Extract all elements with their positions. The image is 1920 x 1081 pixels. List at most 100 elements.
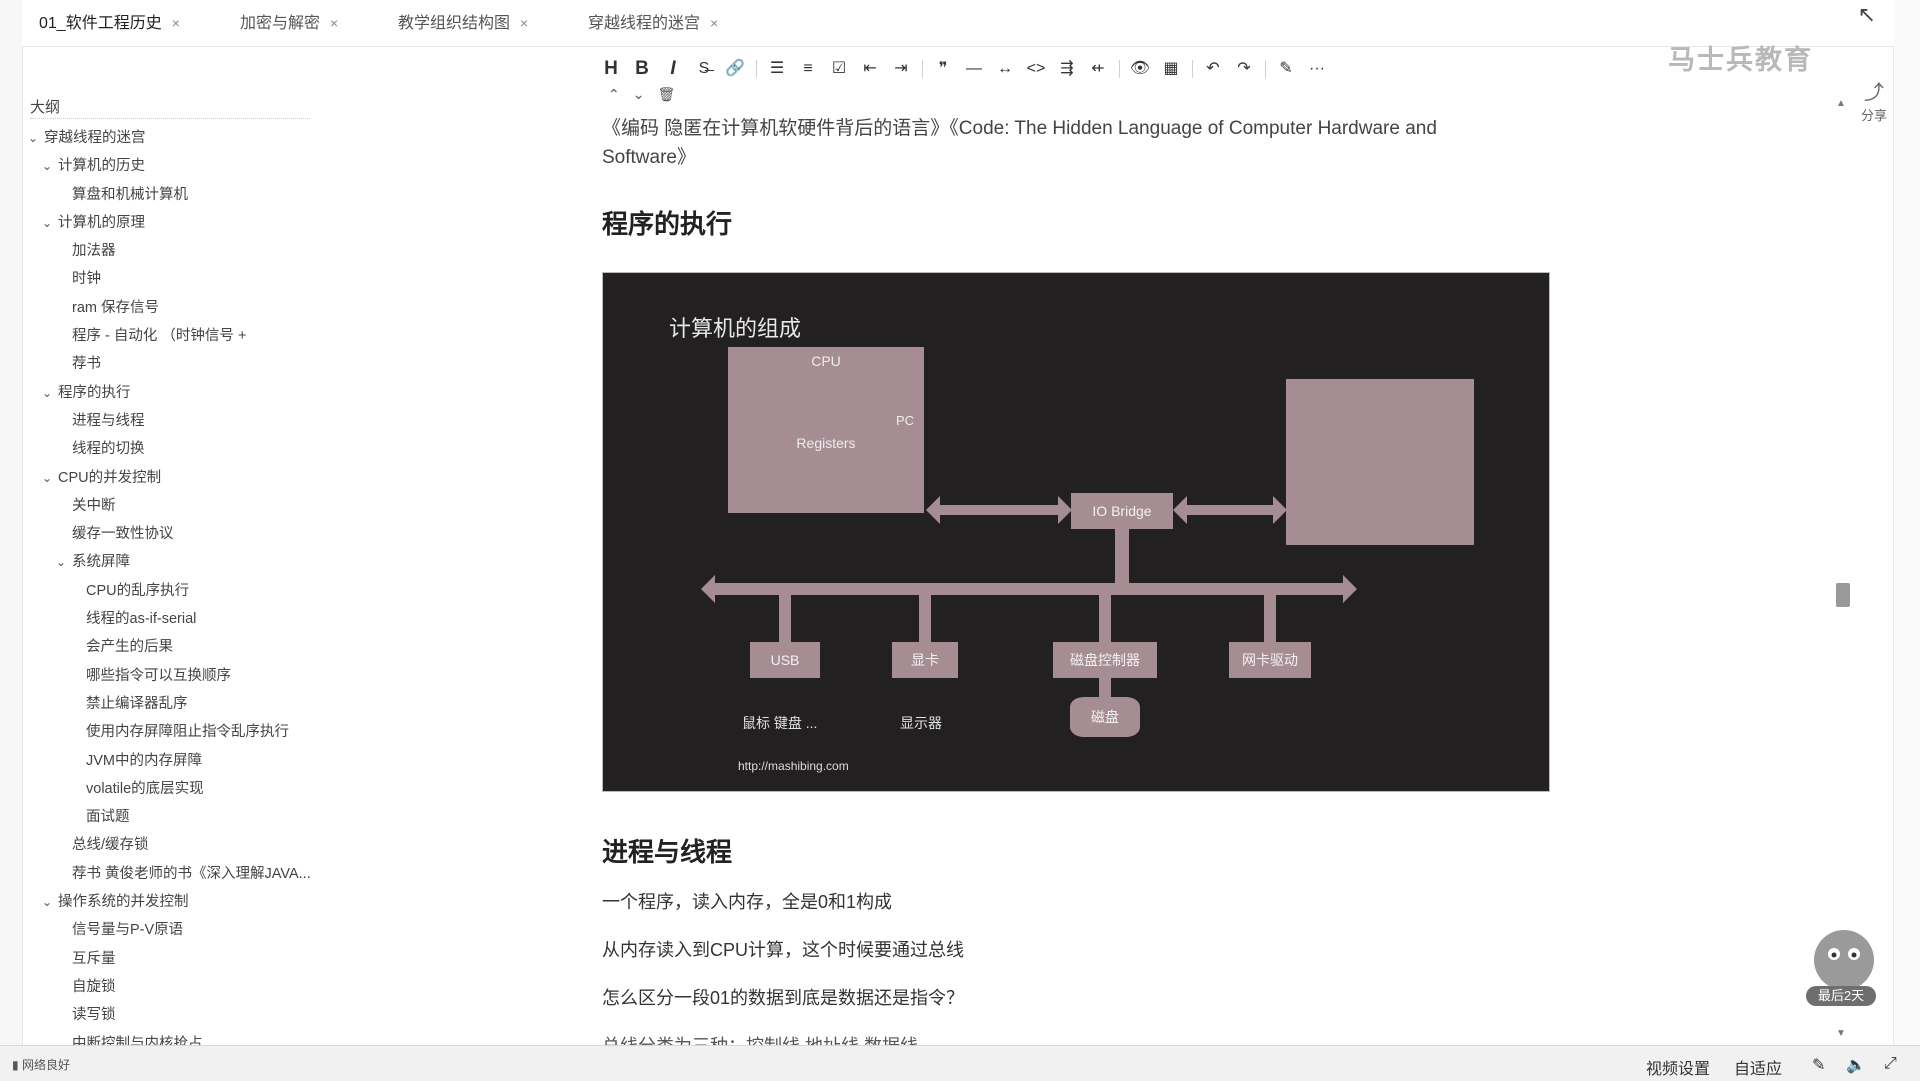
outline-item-label: 系统屏障: [72, 554, 130, 571]
scroll-up-icon[interactable]: ▲: [1836, 98, 1846, 109]
network-label: 网络良好: [21, 1058, 70, 1072]
heading-process-thread: 进程与线程: [602, 837, 733, 867]
outline-item-label: 操作系统的并发控制: [58, 894, 189, 911]
chevron-down-icon[interactable]: ⌄: [42, 159, 53, 174]
outline-item[interactable]: 关中断: [22, 492, 492, 520]
outline-item[interactable]: ⌄穿越线程的迷宫: [22, 124, 492, 152]
outline-item[interactable]: 哪些指令可以互换顺序: [22, 662, 492, 690]
outline-item[interactable]: 中断控制与内核抢占: [22, 1030, 492, 1046]
cursor-icon: ↖: [1857, 2, 1876, 27]
close-icon[interactable]: ×: [171, 15, 180, 31]
outline-item[interactable]: ram 保存信号: [22, 294, 492, 322]
bus-disk: [1099, 678, 1111, 697]
outline-item[interactable]: 读写锁: [22, 1001, 492, 1029]
close-icon[interactable]: ×: [330, 15, 339, 31]
outline-item-label: 哪些指令可以互换顺序: [86, 667, 231, 684]
outline-item[interactable]: 缓存一致性协议: [22, 520, 492, 548]
toolbar-separator: [1265, 60, 1266, 78]
pen-icon[interactable]: ✎: [1279, 60, 1293, 77]
outline-item-label: 线程的as-if-serial: [86, 611, 197, 628]
heading-icon[interactable]: H: [604, 58, 618, 79]
video-settings-button[interactable]: 视频设置: [1646, 1061, 1711, 1078]
bullet-list-icon[interactable]: ☰: [769, 60, 785, 77]
outline-item[interactable]: volatile的底层实现: [22, 775, 492, 803]
move-down-icon[interactable]: ⌄: [632, 86, 645, 102]
tab-encryption[interactable]: 加密与解密×: [240, 0, 338, 46]
outline-item[interactable]: ⌄计算机的原理: [22, 209, 492, 237]
outline-item[interactable]: 进程与线程: [22, 407, 492, 435]
outline-item[interactable]: 面试题: [22, 803, 492, 831]
scroll-down-icon[interactable]: ▼: [1836, 1028, 1846, 1039]
outline-item[interactable]: 使用内存屏障阻止指令乱序执行: [22, 718, 492, 746]
numbered-list-icon[interactable]: ≡: [803, 60, 813, 77]
outline-item[interactable]: 总线/缓存锁: [22, 831, 492, 859]
share-button[interactable]: ⤴ 分享: [1856, 76, 1892, 124]
more-icon[interactable]: ···: [1309, 60, 1325, 77]
align-icon[interactable]: ⇶: [1060, 60, 1074, 77]
outline-item[interactable]: 自旋锁: [22, 973, 492, 1001]
outline-item[interactable]: CPU的乱序执行: [22, 577, 492, 605]
arrows-icon[interactable]: ↔: [997, 60, 1013, 77]
quote-icon[interactable]: ❞: [938, 60, 948, 77]
table-icon[interactable]: ▦: [1163, 60, 1179, 77]
close-icon[interactable]: ×: [710, 15, 719, 31]
outline-item[interactable]: 加法器: [22, 237, 492, 265]
move-up-icon[interactable]: ⌃: [608, 86, 620, 102]
chevron-down-icon[interactable]: ⌄: [42, 470, 53, 485]
outline-item[interactable]: ⌄CPU的并发控制: [22, 464, 492, 492]
outline-item[interactable]: 荐书 黄俊老师的书《深入理解JAVA...: [22, 860, 492, 888]
italic-icon[interactable]: I: [670, 58, 676, 79]
outline-item[interactable]: 线程的as-if-serial: [22, 605, 492, 633]
outline-item[interactable]: 会产生的后果: [22, 633, 492, 661]
undo-icon[interactable]: ↶: [1206, 60, 1220, 77]
outline-item[interactable]: 算盘和机械计算机: [22, 181, 492, 209]
outline-item[interactable]: 信号量与P-V原语: [22, 916, 492, 944]
outline-item[interactable]: 程序 - 自动化 （时钟信号 +: [22, 322, 492, 350]
tab-thread-maze[interactable]: 穿越线程的迷宫×: [588, 0, 718, 46]
tab-org-chart[interactable]: 教学组织结构图×: [398, 0, 528, 46]
preview-icon[interactable]: 👁: [1129, 60, 1151, 77]
code-icon[interactable]: <>: [1026, 60, 1046, 77]
fullscreen-icon[interactable]: ⤢: [1884, 1055, 1897, 1072]
outline-item-label: 进程与线程: [72, 412, 145, 429]
mascot-icon[interactable]: [1800, 920, 1888, 1008]
outline-item[interactable]: 时钟: [22, 265, 492, 293]
figure-url: http://mashibing.com: [738, 759, 849, 773]
outline-item[interactable]: 荐书: [22, 350, 492, 378]
redo-icon[interactable]: ↷: [1237, 60, 1251, 77]
divider-icon[interactable]: —: [966, 60, 982, 77]
outline-item[interactable]: ⌄ 系统屏障: [22, 548, 492, 576]
outline-item[interactable]: ⌄程序的执行: [22, 379, 492, 407]
volume-icon[interactable]: 🔈: [1846, 1057, 1866, 1074]
pen-icon[interactable]: ✎: [1812, 1057, 1826, 1074]
checkbox-icon[interactable]: ☑: [831, 60, 847, 77]
chevron-down-icon[interactable]: ⌄: [42, 895, 53, 910]
wrap-icon[interactable]: ⇷: [1091, 60, 1105, 77]
outdent-icon[interactable]: ⇤: [863, 60, 877, 77]
chevron-down-icon[interactable]: ⌄: [42, 385, 53, 400]
link-icon[interactable]: 🔗: [725, 60, 745, 77]
gpu-caption: 显示器: [900, 715, 942, 731]
outline-item[interactable]: ⌄计算机的历史: [22, 152, 492, 180]
system-bus: [715, 583, 1343, 595]
close-icon[interactable]: ×: [520, 15, 529, 31]
bold-icon[interactable]: B: [635, 58, 649, 79]
paragraph: 从内存读入到CPU计算，这个时候要通过总线: [602, 940, 965, 960]
indent-icon[interactable]: ⇥: [894, 60, 908, 77]
outline-item[interactable]: JVM中的内存屏障: [22, 747, 492, 775]
tab-software-history[interactable]: 01_软件工程历史×: [39, 0, 180, 46]
outline-item[interactable]: 线程的切换: [22, 435, 492, 463]
chevron-down-icon[interactable]: ⌄: [28, 131, 39, 145]
outline-item[interactable]: 互斥量: [22, 945, 492, 973]
delete-icon[interactable]: 🗑: [657, 86, 676, 102]
auto-fit-button[interactable]: 自适应: [1734, 1061, 1783, 1078]
chevron-down-icon[interactable]: ⌄: [56, 555, 67, 570]
outline-item[interactable]: 禁止编译器乱序: [22, 690, 492, 718]
outline-item[interactable]: ⌄ 操作系统的并发控制: [22, 888, 492, 916]
chevron-down-icon[interactable]: ⌄: [42, 215, 53, 230]
promo-badge[interactable]: 最后2天: [1806, 986, 1876, 1006]
outline-item-label: 荐书 黄俊老师的书《深入理解JAVA...: [72, 865, 311, 882]
scrollbar-thumb[interactable]: [1836, 583, 1850, 607]
strikethrough-icon[interactable]: S̶: [698, 60, 710, 77]
